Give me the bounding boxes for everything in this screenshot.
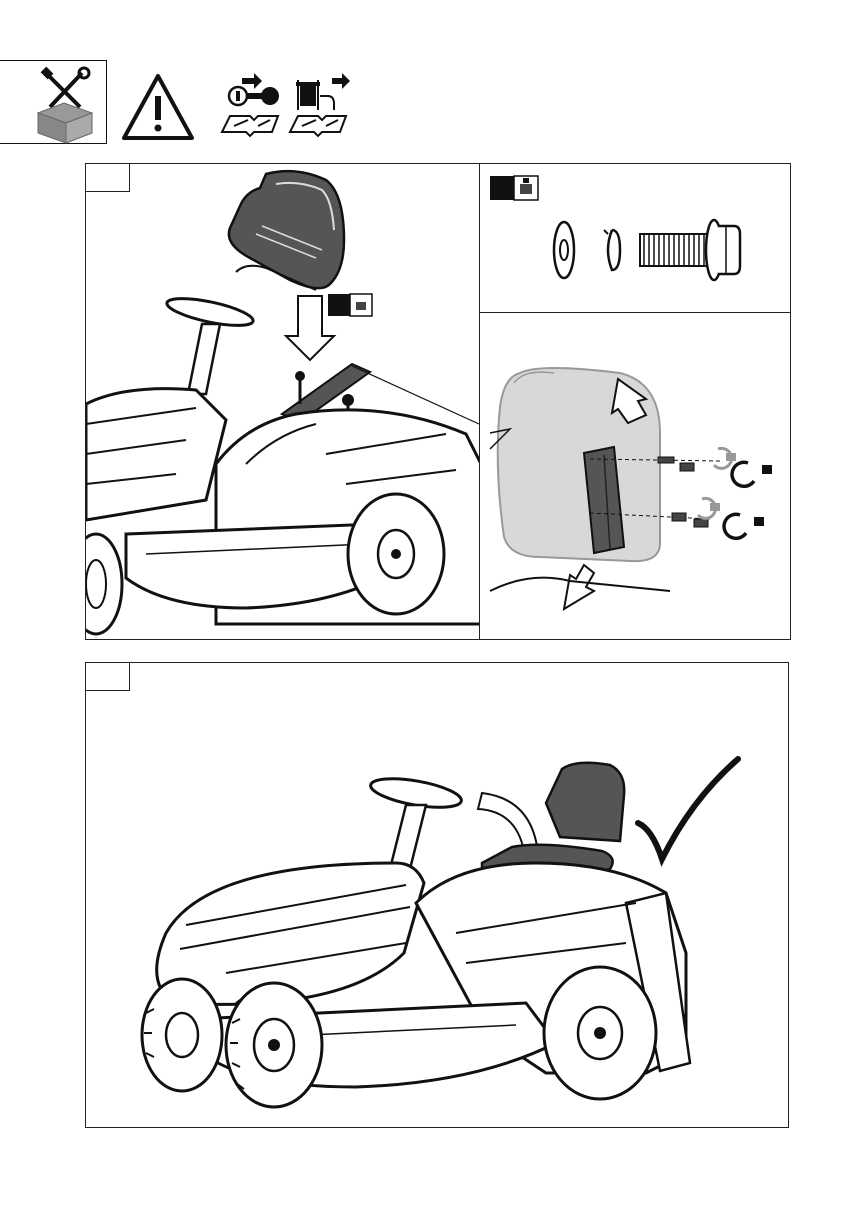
- lock-tighten-icon: [732, 462, 772, 486]
- washer-icon: [554, 222, 574, 278]
- hardware-kit-icon: [490, 176, 538, 200]
- step-number-tab: [86, 663, 130, 691]
- warning-triangle-icon: [120, 72, 196, 142]
- unlock-loosen-icon: [698, 498, 720, 518]
- step-2-result-panel: [85, 662, 789, 1128]
- step-1-detail-panel: [479, 312, 791, 640]
- step-1-hardware-panel: [479, 163, 791, 313]
- checkmark-icon: [638, 759, 738, 859]
- unlock-loosen-icon: [714, 448, 736, 468]
- step-number-tab: [86, 164, 130, 192]
- seat-icon: [229, 171, 344, 290]
- lock-tighten-icon: [724, 514, 764, 538]
- step-1-main-panel: [85, 163, 480, 640]
- mower-completed-illustration: [86, 663, 788, 1127]
- battery-disconnected-manual-icon: [284, 70, 356, 140]
- spring-lock-washer-icon: [604, 230, 620, 270]
- flange-bolt-icon: [640, 220, 740, 280]
- mower-seat-installation-illustration: [86, 164, 479, 639]
- tools-and-box-icon: [0, 60, 107, 144]
- key-removed-manual-icon: [218, 70, 282, 140]
